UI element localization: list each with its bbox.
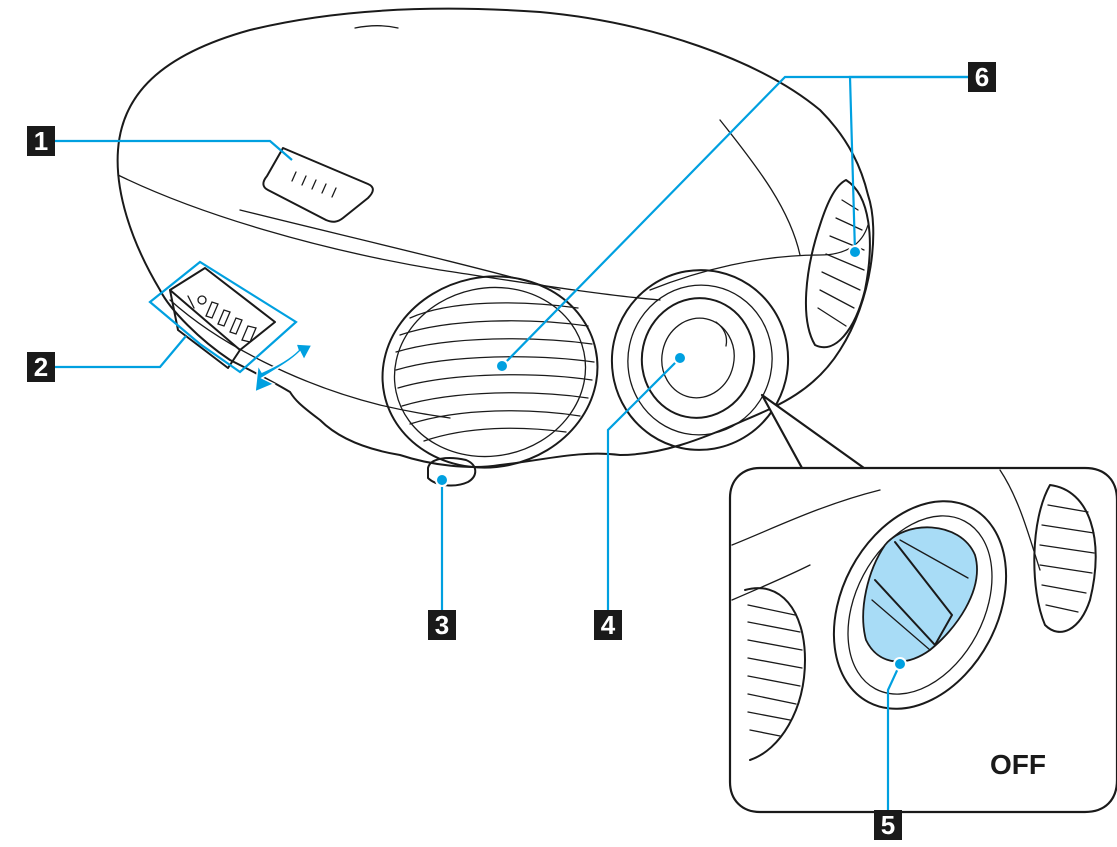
svg-text:2: 2 [34, 352, 48, 382]
svg-text:5: 5 [881, 810, 895, 840]
callout-badge-6: 6 [968, 62, 996, 92]
svg-text:6: 6 [975, 62, 989, 92]
lens-assembly [610, 269, 790, 451]
svg-text:1: 1 [34, 126, 48, 156]
side-vent-grille [804, 179, 871, 348]
front-vent-grille [381, 275, 599, 469]
leader-endpoints [435, 245, 907, 671]
callout-badge-3: 3 [428, 610, 456, 640]
top-indicator-panel [262, 147, 374, 223]
leader-lines [55, 75, 968, 810]
shutter-state-label: OFF [990, 749, 1046, 780]
svg-text:4: 4 [601, 610, 616, 640]
callout-badge-5: 5 [874, 810, 902, 840]
callout-badge-1: 1 [27, 126, 55, 156]
lens-shutter-inset: OFF [728, 393, 1117, 814]
control-panel [148, 260, 298, 374]
callout-badge-2: 2 [27, 352, 55, 382]
svg-text:3: 3 [435, 610, 449, 640]
projector-body [116, 7, 875, 468]
flip-direction-arrow-icon [254, 343, 314, 394]
callout-badge-4: 4 [594, 610, 622, 640]
